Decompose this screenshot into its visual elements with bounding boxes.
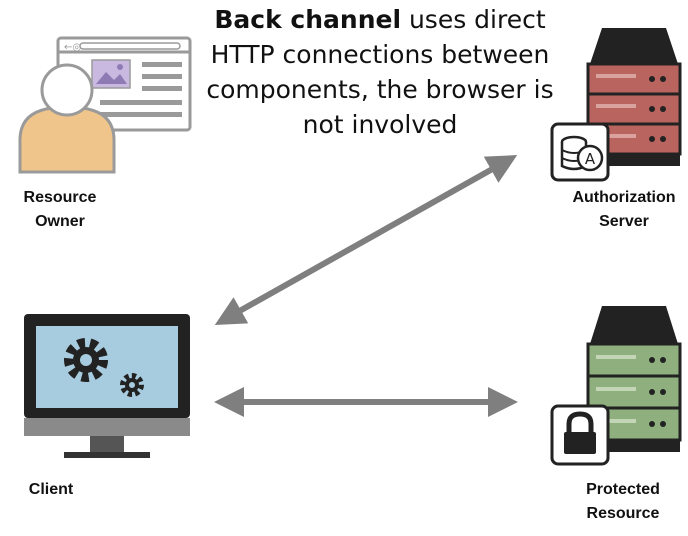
protected-resource-server-icon — [550, 306, 682, 466]
resource-owner-icon: ←◎ — [18, 36, 192, 174]
caption-rest: uses direct HTTP connections between com… — [206, 5, 554, 139]
protected-resource-label: Protected Resource — [586, 481, 660, 522]
caption-bold: Back channel — [214, 5, 402, 34]
resource-owner-label: Resource Owner — [23, 189, 97, 230]
gear-icon — [64, 338, 108, 382]
authorization-server-label: Authorization Server — [572, 189, 676, 230]
authorization-server-icon: A — [550, 28, 682, 182]
lock-badge-icon — [550, 404, 610, 466]
client-label: Client — [28, 481, 74, 498]
database-badge-icon: A — [550, 122, 610, 182]
auth-badge-letter: A — [585, 150, 596, 168]
browser-window-icon: ←◎ — [56, 36, 192, 132]
svg-text:←◎: ←◎ — [64, 42, 81, 53]
back-channel-arrow-authorization — [214, 155, 518, 325]
diagram-caption: Back channel uses direct HTTP connection… — [200, 2, 560, 142]
client-monitor-icon — [24, 314, 190, 458]
person-icon — [18, 63, 116, 174]
gear-small-icon — [120, 373, 144, 397]
